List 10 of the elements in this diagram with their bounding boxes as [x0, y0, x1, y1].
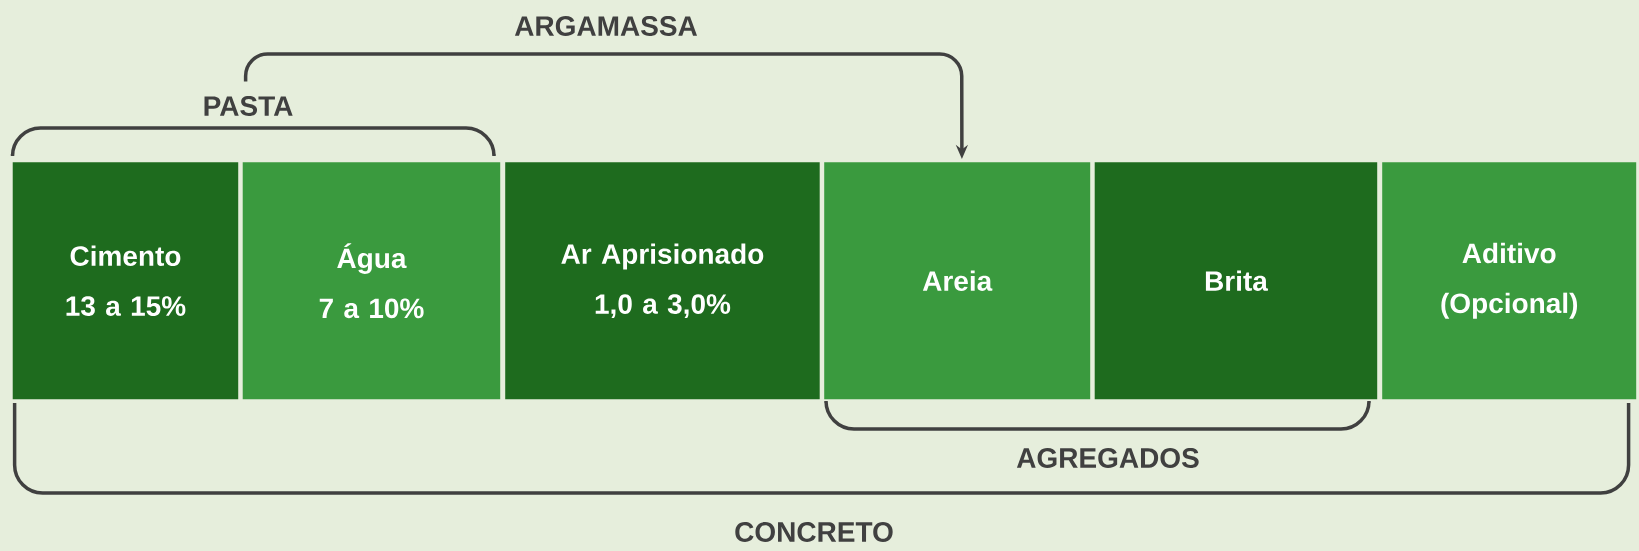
component-box: Ar Aprisionado 1,0 a 3,0%	[505, 162, 820, 400]
component-box: Aditivo (Opcional)	[1382, 162, 1637, 400]
component-box: Cimento 13 a 15%	[12, 162, 239, 400]
bracket-label: CONCRETO	[735, 522, 893, 542]
edge-label: ARGAMASSA	[512, 14, 700, 38]
component-box: Brita	[1094, 162, 1378, 400]
bracket-label: PASTA	[204, 96, 293, 116]
component-box: Água 7 a 10%	[242, 162, 501, 400]
bracket-label: AGREGADOS	[1016, 448, 1199, 468]
component-box: Areia	[824, 162, 1091, 400]
